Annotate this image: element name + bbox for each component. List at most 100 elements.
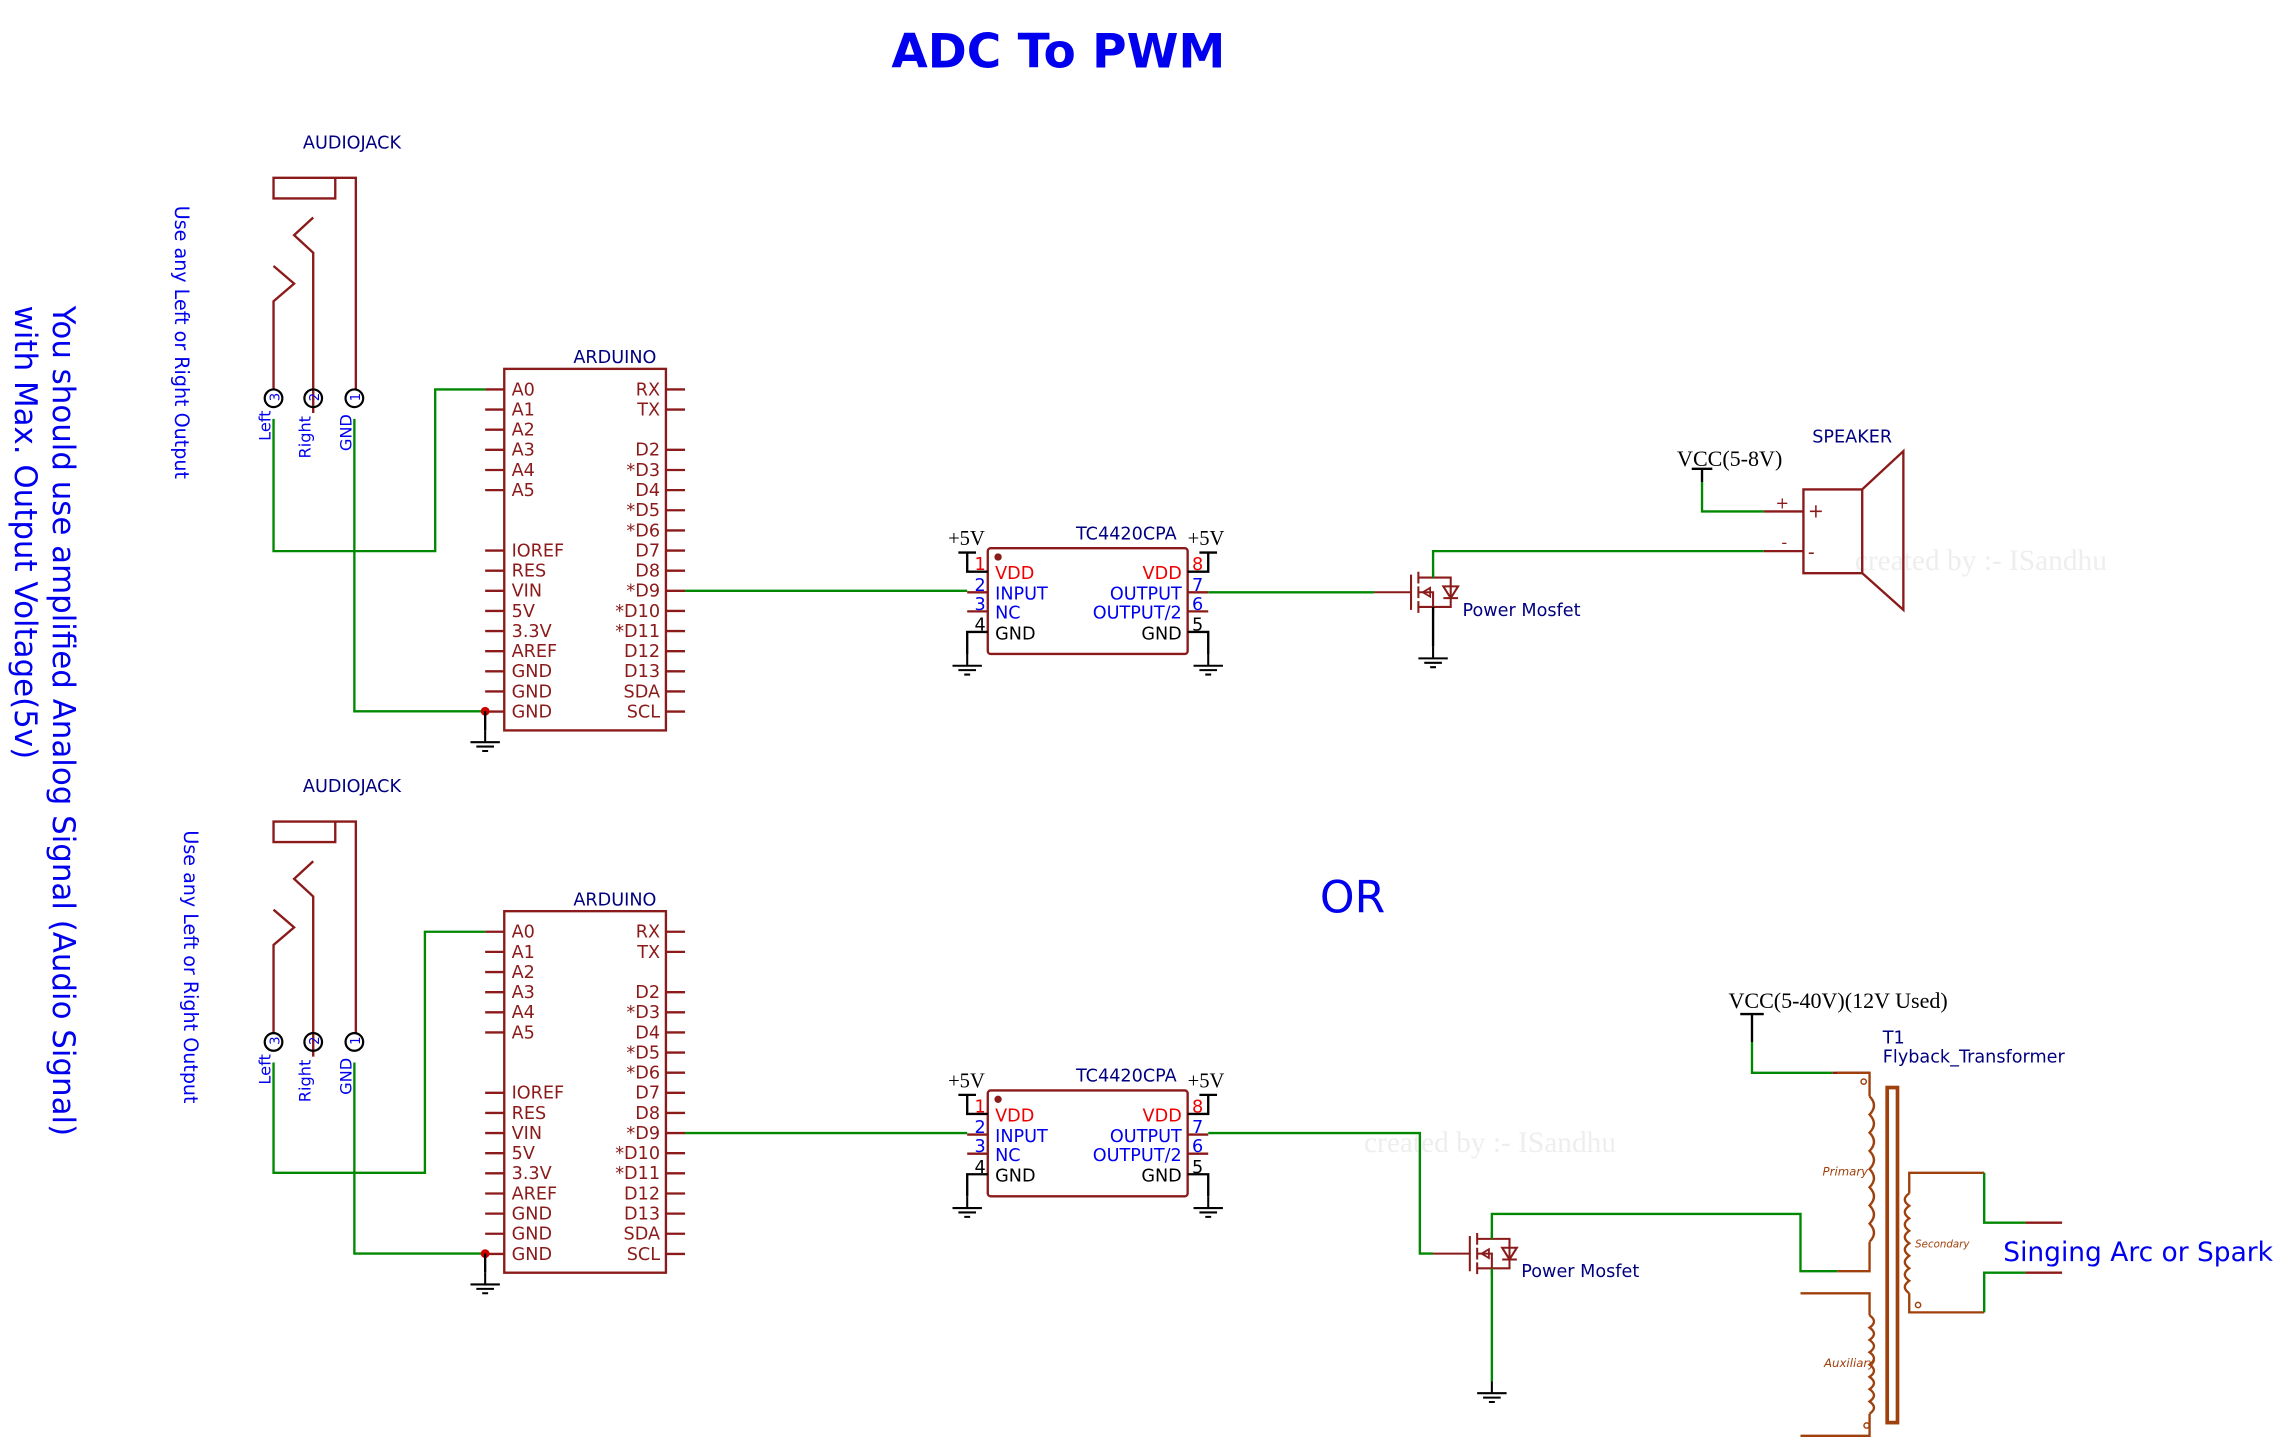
arduino-pin-label-d9: *D9 xyxy=(626,582,660,602)
speaker-icon xyxy=(1802,448,1905,613)
wire-gate xyxy=(1208,1131,1434,1255)
speaker-minus-symbol: - xyxy=(1808,540,1815,563)
arduino-pin-label-d6: *D6 xyxy=(626,521,660,541)
arduino-pin-label-sda: SDA xyxy=(624,682,661,702)
driver-pin-number: 6 xyxy=(1192,1137,1203,1157)
audiojack-pin-number: 1 xyxy=(349,393,364,401)
arduino-pin-label-aref: AREF xyxy=(512,1184,558,1204)
supply-label-left: +5V xyxy=(948,528,985,550)
driver-pin-label: GND xyxy=(1141,1167,1181,1187)
audiojack-label: AUDIOJACK xyxy=(303,133,402,153)
transformer-core xyxy=(1885,1085,1900,1425)
arduino-pin-label-d13: D13 xyxy=(624,662,660,682)
arduino-pin-label-d6: *D6 xyxy=(626,1064,660,1084)
driver-pin-label: NC xyxy=(995,604,1021,624)
arduino-pin-label-d2: D2 xyxy=(635,441,660,461)
ground-icon xyxy=(952,653,982,676)
arduino-label: ARDUINO xyxy=(573,890,656,910)
arduino-pin-label-ioref: IOREF xyxy=(512,541,565,561)
arduino-pin-label-d2: D2 xyxy=(635,983,660,1003)
wire-drain xyxy=(1431,549,1764,578)
arduino-pin-label-sda: SDA xyxy=(624,1225,661,1245)
speaker-label: SPEAKER xyxy=(1812,427,1892,447)
wire-vcc xyxy=(1750,1041,1833,1075)
arduino-pin-label-a5: A5 xyxy=(512,1023,535,1043)
side-note-line-1: You should use amplified Analog Signal (… xyxy=(45,305,81,1136)
driver-pin-number: 8 xyxy=(1192,1098,1203,1118)
driver-pin-number: 3 xyxy=(975,595,986,615)
arduino-pin-label-scl: SCL xyxy=(627,702,660,722)
driver-pin-label: VDD xyxy=(1143,564,1182,584)
arduino-pin-label-3.3v: 3.3V xyxy=(512,1164,552,1184)
ground-icon xyxy=(470,730,500,753)
driver-pin-label: VDD xyxy=(995,1106,1034,1126)
audiojack-pin-number: 3 xyxy=(268,1036,283,1044)
arduino-pin-label-a3: A3 xyxy=(512,441,535,461)
arduino-pin-label-d12: D12 xyxy=(624,642,660,662)
driver-pin-number: 2 xyxy=(975,1118,986,1138)
ground-icon xyxy=(952,1196,982,1218)
audiojack-pin-label: GND xyxy=(336,414,355,451)
wire-secondary xyxy=(1983,1172,2026,1313)
arduino-pin-label-vin: VIN xyxy=(512,1124,542,1144)
audiojack-pin-right xyxy=(303,388,324,409)
arduino-pin-label-a0: A0 xyxy=(512,923,535,943)
wire-audio-left xyxy=(272,388,486,553)
arduino-pin-label-a1: A1 xyxy=(512,943,535,963)
driver-pin-label: NC xyxy=(995,1146,1021,1166)
primary-coil-icon xyxy=(1867,1095,1876,1243)
driver-pin-label: GND xyxy=(995,1167,1035,1187)
gnd-wire xyxy=(966,630,988,654)
mosfet-icon xyxy=(1374,570,1460,615)
arduino-pin-label-scl: SCL xyxy=(627,1245,660,1265)
vcc-label: VCC(5-8V) xyxy=(1677,446,1782,471)
pin1-marker xyxy=(994,1095,1002,1103)
driver-pin-number: 6 xyxy=(1192,595,1203,615)
arduino-pin-label-a2: A2 xyxy=(512,421,535,441)
driver-pin-label: INPUT xyxy=(995,1127,1048,1147)
driver-pin-number: 2 xyxy=(975,576,986,596)
arduino-pin-label-d3: *D3 xyxy=(626,1003,660,1023)
arduino-pin-label-d7: D7 xyxy=(635,541,660,561)
wire-gnd xyxy=(353,418,486,713)
audiojack-pin-label: Right xyxy=(295,1060,314,1103)
driver-pin-number: 5 xyxy=(1192,1158,1203,1178)
arduino-pin-label-d5: *D5 xyxy=(626,501,660,521)
driver-pin-label: INPUT xyxy=(995,585,1048,605)
speaker-plus-label: + xyxy=(1776,493,1790,512)
transformer-name: Flyback_Transformer xyxy=(1883,1048,2066,1068)
driver-body xyxy=(986,546,1189,656)
supply-label-right: +5V xyxy=(1188,528,1225,550)
driver-pin-label: OUTPUT xyxy=(1110,585,1182,605)
gnd-wire xyxy=(1187,1173,1210,1197)
driver-pin-label: GND xyxy=(1141,624,1181,644)
arduino-pin-label-d10: *D10 xyxy=(615,1144,660,1164)
arduino-pin-label-d11: *D11 xyxy=(615,622,660,642)
gnd-wire xyxy=(1187,630,1210,654)
watermark: created by :- ISandhu xyxy=(1855,545,2107,577)
driver-pin-label: VDD xyxy=(995,564,1034,584)
arduino-pin-label-d8: D8 xyxy=(635,1104,660,1124)
audiojack-pin-label: GND xyxy=(336,1058,355,1095)
arduino-pin-label-d11: *D11 xyxy=(615,1164,660,1184)
audiojack-left-contact xyxy=(272,908,296,1034)
arduino-pin-label-5v: 5V xyxy=(512,602,535,622)
audiojack-pin-number: 2 xyxy=(308,1036,323,1044)
arduino-pin-label-a4: A4 xyxy=(512,461,535,481)
arduino-pin-label-gnd: GND xyxy=(512,682,552,702)
arduino-pin-label-a3: A3 xyxy=(512,983,535,1003)
junction-dot xyxy=(480,1249,490,1259)
arduino-pin-label-d5: *D5 xyxy=(626,1043,660,1063)
driver-pin-label: OUTPUT xyxy=(1110,1127,1182,1147)
audiojack-pin-left xyxy=(263,388,284,409)
arduino-pin-label-d10: *D10 xyxy=(615,602,660,622)
junction-dot xyxy=(480,706,490,716)
auxiliary-coil-icon xyxy=(1867,1314,1876,1415)
driver-pin-number: 8 xyxy=(1192,555,1203,575)
arduino-pin-label-a0: A0 xyxy=(512,380,535,400)
audiojack-pin-label: Left xyxy=(256,1054,275,1084)
arduino-pin-label-d12: D12 xyxy=(624,1184,660,1204)
driver-label: TC4420CPA xyxy=(1075,524,1177,544)
arduino-pin-label-res: RES xyxy=(512,1104,547,1124)
or-label: OR xyxy=(1320,873,1385,924)
